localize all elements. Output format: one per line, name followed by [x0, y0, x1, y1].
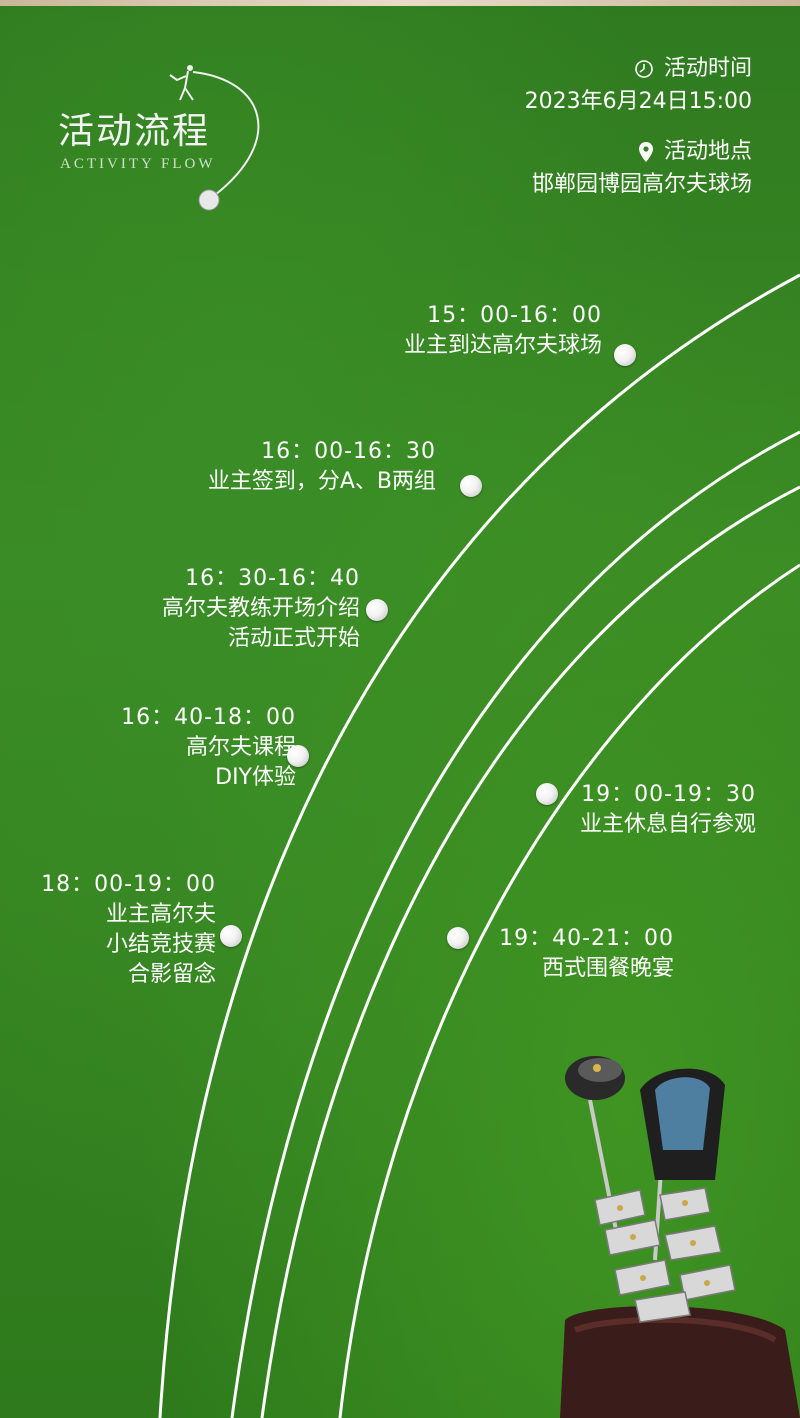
event-desc: 小结竞技赛 [105, 932, 216, 957]
golf-bag-clubs-illustration [560, 1056, 800, 1418]
timeline-event-4: 16：40-18：00 高尔夫课程 DIY体验 [121, 703, 296, 793]
event-time: 18：00-19：00 [41, 872, 216, 897]
timeline-event-7: 19：40-21：00 西式围餐晚宴 [499, 924, 674, 984]
location-label: 活动地点 [663, 139, 752, 164]
track-line-3 [260, 485, 800, 1418]
activity-flow-logo: 活动流程 ACTIVITY FLOW [55, 60, 285, 220]
event-desc: 业主休息自行参观 [579, 812, 756, 837]
golf-ball-marker [447, 927, 469, 949]
top-decorative-strip [0, 0, 800, 6]
event-time: 19：00-19：30 [581, 782, 756, 807]
location-label-row: 活动地点 [525, 135, 752, 168]
event-desc: 西式围餐晚宴 [541, 956, 674, 981]
event-desc: 高尔夫教练开场介绍 [161, 596, 360, 621]
timeline-event-5: 18：00-19：00 业主高尔夫 小结竞技赛 合影留念 [41, 870, 216, 990]
event-desc: 业主高尔夫 [105, 902, 216, 927]
logo-title-cn: 活动流程 [58, 111, 211, 152]
event-time: 16：30-16：40 [185, 566, 360, 591]
event-desc: 业主签到，分A、B两组 [207, 469, 436, 494]
logo-title-en: ACTIVITY FLOW [60, 156, 216, 172]
golf-ball-marker [614, 344, 636, 366]
event-desc: 合影留念 [127, 962, 216, 987]
event-time: 15：00-16：00 [427, 303, 602, 328]
track-line-1 [158, 273, 800, 1418]
track-line-4 [338, 563, 800, 1418]
timeline-event-6: 19：00-19：30 业主休息自行参观 [580, 780, 756, 840]
event-desc: 高尔夫课程 [185, 735, 296, 760]
location-value: 邯郸园博园高尔夫球场 [531, 172, 752, 197]
timeline-event-2: 16：00-16：30 业主签到，分A、B两组 [208, 437, 436, 497]
clock-icon [635, 59, 653, 78]
event-desc: 业主到达高尔夫球场 [403, 333, 602, 358]
time-label: 活动时间 [663, 56, 752, 81]
golf-ball-marker [366, 599, 388, 621]
golf-ball-marker [460, 475, 482, 497]
location-pin-icon [638, 141, 653, 162]
track-line-2 [230, 430, 800, 1418]
timeline-event-3: 16：30-16：40 高尔夫教练开场介绍 活动正式开始 [162, 564, 360, 654]
event-info: 活动时间 2023年6月24日15:00 活动地点 邯郸园博园高尔夫球场 [525, 52, 752, 218]
event-time: 19：40-21：00 [499, 926, 674, 951]
golf-ball-marker [287, 745, 309, 767]
time-label-row: 活动时间 [525, 52, 752, 85]
event-time: 16：00-16：30 [261, 439, 436, 464]
event-desc: 活动正式开始 [227, 626, 360, 651]
event-desc: DIY体验 [215, 765, 296, 790]
golfer-swing-icon [169, 65, 260, 211]
golf-ball-marker [536, 783, 558, 805]
golf-ball-marker [220, 925, 242, 947]
time-value: 2023年6月24日15:00 [524, 89, 752, 114]
event-time: 16：40-18：00 [121, 705, 296, 730]
timeline-event-1: 15：00-16：00 业主到达高尔夫球场 [404, 301, 602, 361]
